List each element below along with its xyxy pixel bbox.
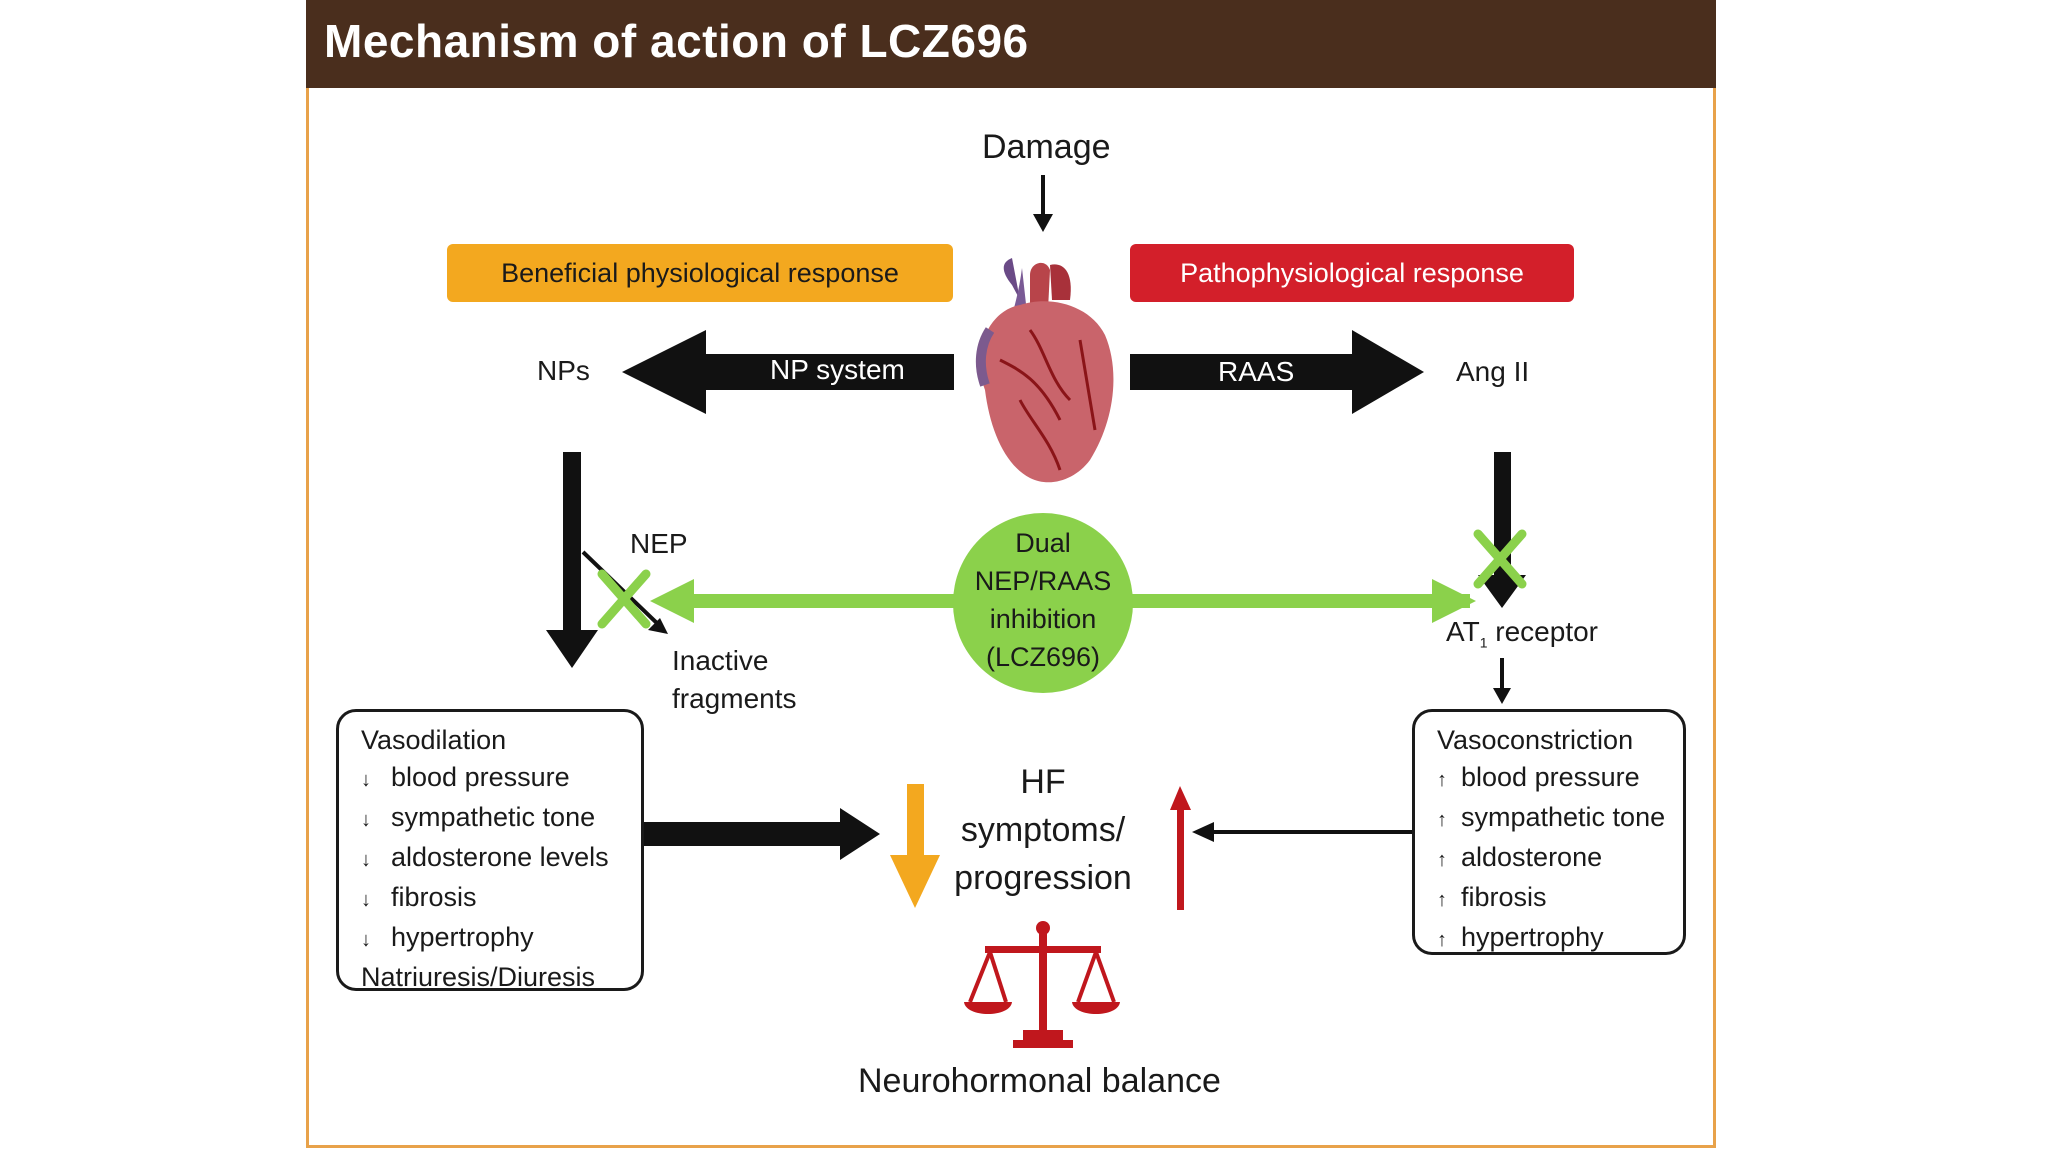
hf-increase-arrow bbox=[1170, 786, 1191, 910]
list-item: fibrosis bbox=[1461, 882, 1547, 912]
raas-label: RAAS bbox=[1218, 356, 1295, 387]
pathophysiological-response-pill: Pathophysiological response bbox=[1130, 244, 1574, 302]
list-item: fibrosis bbox=[391, 882, 477, 912]
up-arrow-icon: ↑ bbox=[1437, 849, 1447, 871]
vasoconstriction-heading: Vasoconstriction bbox=[1437, 725, 1634, 755]
down-arrow-icon: ↓ bbox=[361, 849, 371, 871]
vasodilation-box: Vasodilation ↓ blood pressure ↓ sympatheti… bbox=[336, 709, 644, 992]
np-system-arrow bbox=[622, 330, 954, 414]
down-arrow-icon: ↓ bbox=[361, 809, 371, 831]
np-down-arrow bbox=[546, 452, 598, 668]
diagram-title: Mechanism of action of LCZ696 bbox=[324, 15, 1029, 67]
up-arrow-icon: ↑ bbox=[1437, 889, 1447, 911]
natriuresis-label: Natriuresis/Diuresis bbox=[361, 962, 596, 992]
list-item: sympathetic tone bbox=[391, 802, 596, 832]
at1-to-vasoconstriction-arrow bbox=[1493, 658, 1511, 704]
inhibition-arrows bbox=[650, 579, 1476, 623]
list-item: hypertrophy bbox=[1461, 922, 1604, 952]
down-arrow-icon: ↓ bbox=[361, 929, 371, 951]
down-arrow-icon: ↓ bbox=[361, 769, 371, 791]
ang2-down-arrow bbox=[1478, 452, 1526, 608]
nep-label: NEP bbox=[630, 528, 688, 559]
damage-label: Damage bbox=[982, 128, 1111, 166]
up-arrow-icon: ↑ bbox=[1437, 769, 1447, 791]
nep-degradation-arrow bbox=[581, 550, 668, 634]
vasodilation-effect-arrow bbox=[644, 808, 880, 860]
list-item: hypertrophy bbox=[391, 922, 534, 952]
heart-illustration bbox=[975, 258, 1114, 483]
list-item: aldosterone bbox=[1461, 842, 1603, 872]
beneficial-response-pill: Beneficial physiological response bbox=[447, 244, 953, 302]
up-arrow-icon: ↑ bbox=[1437, 809, 1447, 831]
beneficial-response-label: Beneficial physiological response bbox=[501, 257, 899, 288]
vasodilation-heading: Vasodilation bbox=[361, 725, 507, 755]
pathophysiological-response-label: Pathophysiological response bbox=[1180, 257, 1524, 288]
down-arrow-icon: ↓ bbox=[361, 889, 371, 911]
damage-arrow bbox=[1033, 175, 1053, 232]
up-arrow-icon: ↑ bbox=[1437, 929, 1447, 951]
title-bar bbox=[306, 0, 1716, 88]
at1-receptor-label: AT1 receptor bbox=[1446, 616, 1598, 651]
dual-inhibition-circle bbox=[953, 513, 1133, 693]
vasoconstriction-box: Vasoconstriction ↑ blood pressure ↑ sympat… bbox=[1412, 709, 1686, 955]
hf-progression-label: HF symptoms/ progression bbox=[954, 763, 1132, 897]
inactive-fragments-label: Inactive fragments bbox=[672, 645, 797, 714]
ang2-label: Ang II bbox=[1456, 356, 1530, 387]
list-item: blood pressure bbox=[1461, 762, 1640, 792]
neurohormonal-balance-label: Neurohormonal balance bbox=[858, 1062, 1221, 1100]
raas-arrow bbox=[1130, 330, 1424, 414]
nep-block-x bbox=[597, 569, 651, 629]
list-item: aldosterone levels bbox=[391, 842, 609, 872]
np-system-label: NP system bbox=[770, 354, 905, 385]
vasoconstriction-effect-arrow bbox=[1192, 822, 1412, 842]
scales-icon bbox=[964, 921, 1120, 1048]
hf-decrease-arrow bbox=[890, 784, 940, 908]
list-item: blood pressure bbox=[391, 762, 570, 792]
list-item: sympathetic tone bbox=[1461, 802, 1666, 832]
nps-label: NPs bbox=[537, 355, 590, 386]
at1-block-x bbox=[1473, 529, 1527, 589]
dual-inhibition-label: Dual NEP/RAAS inhibition (LCZ696) bbox=[974, 528, 1112, 672]
